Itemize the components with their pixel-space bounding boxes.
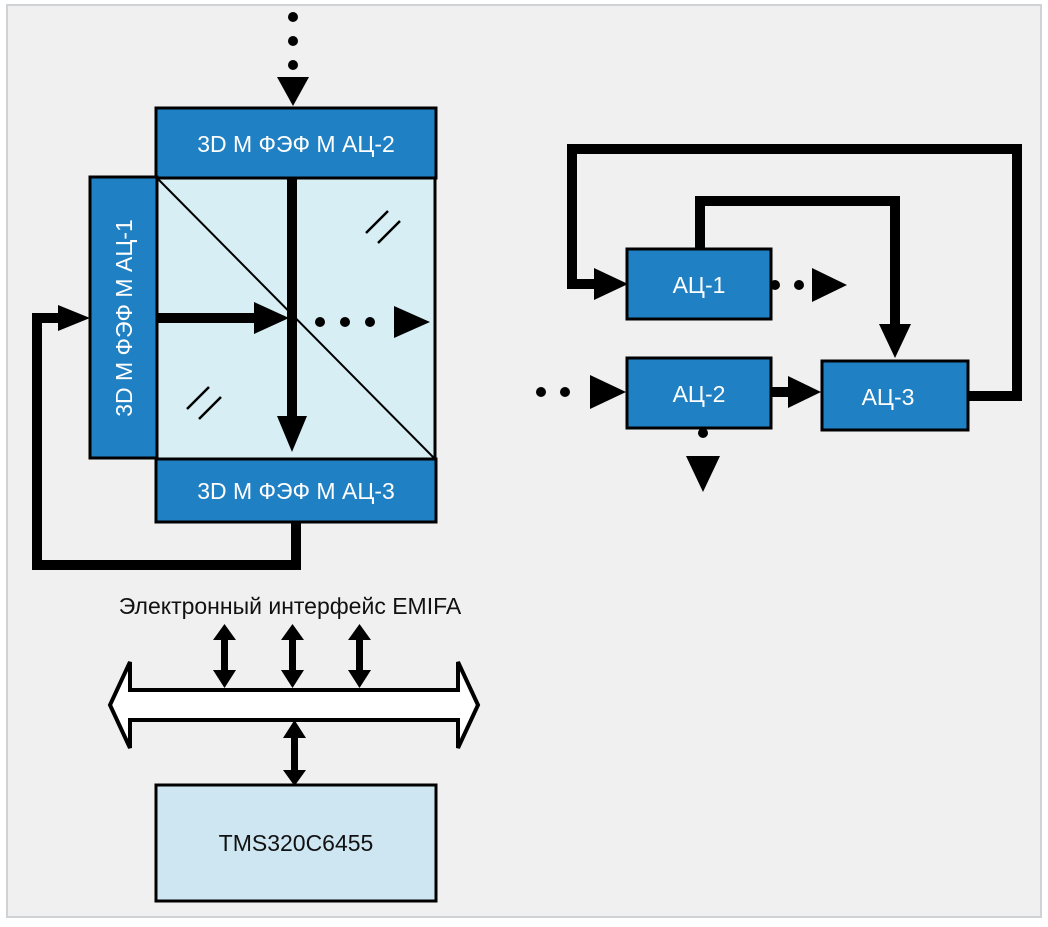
hatch-mark-icon [186, 386, 222, 420]
node-ac-3 [820, 359, 970, 432]
block-bottom [154, 457, 438, 524]
emifa-label: Электронный интерфейс EMIFA [119, 593, 462, 619]
outer-loop-arrow [567, 144, 1022, 401]
inner-loop-arrow [695, 196, 911, 358]
hatch-mark-icon [365, 210, 401, 244]
block-bottom-label: 3D М ФЭФ М АЦ-3 [197, 478, 395, 504]
processor-block [154, 783, 438, 903]
matrix-down-arrow [277, 178, 307, 452]
dotted-arrow-icon [770, 268, 847, 302]
matrix-right-arrow [157, 302, 289, 334]
bus-connector-arrow [213, 624, 236, 688]
processor-label: TMS320C6455 [219, 830, 374, 856]
bus-connector-arrow [348, 624, 371, 688]
node-ac-1 [625, 247, 773, 321]
bidirectional-bus-arrow-icon [107, 661, 481, 749]
dotted-arrow-icon [536, 375, 626, 409]
node-ac-2-label: АЦ-2 [673, 381, 726, 407]
bus-connector-arrow [281, 624, 304, 688]
ac2-to-ac3-arrow [771, 376, 821, 408]
block-top [154, 106, 438, 180]
dotted-arrow-icon [686, 428, 720, 492]
block-left-label: 3D М ФЭФ М АЦ-1 [111, 219, 137, 417]
node-ac-1-label: АЦ-1 [673, 272, 726, 298]
block-top-label: 3D М ФЭФ М АЦ-2 [197, 131, 395, 157]
feedback-loop-arrow [32, 305, 301, 570]
dotted-arrow-icon [277, 12, 309, 106]
bus-connector-arrow [283, 720, 306, 786]
dotted-arrow-icon [315, 306, 430, 338]
node-ac-3-label: АЦ-3 [862, 384, 915, 410]
